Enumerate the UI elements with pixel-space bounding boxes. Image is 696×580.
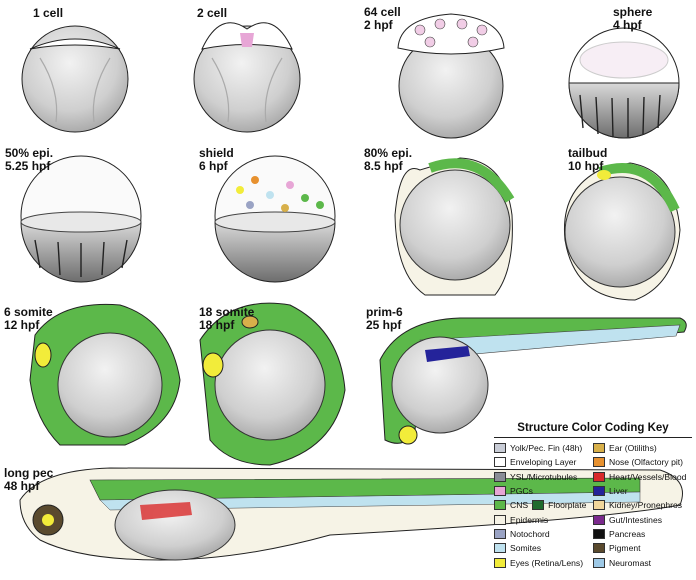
- embryo-tailbud: [563, 162, 681, 301]
- legend-label: Notochord: [510, 528, 550, 539]
- embryo-80-epiboly: [394, 157, 515, 296]
- legend-right-column: Ear (Otiliths) Nose (Olfactory pit) Heart/…: [593, 441, 692, 570]
- legend-label: Somites: [510, 543, 542, 554]
- legend-item: Enveloping Layer: [494, 455, 593, 469]
- legend-swatch: [593, 514, 605, 525]
- embryo-18-somite: [199, 302, 346, 466]
- legend-swatch: [494, 514, 506, 525]
- stage-label-80-epiboly: 80% epi.: [364, 146, 412, 160]
- legend-item: Yolk/Pec. Fin (48h): [494, 441, 593, 455]
- stage-time-tailbud: 10 hpf: [568, 159, 604, 173]
- legend-item: PGCs: [494, 484, 593, 498]
- embryo-prim-6: [379, 317, 687, 445]
- stage-label-prim-6: prim-6: [366, 305, 403, 319]
- embryo-sphere: [568, 27, 680, 139]
- legend-item: Neuromast: [593, 555, 692, 569]
- legend-swatch: [593, 543, 605, 554]
- legend-item: Eyes (Retina/Lens): [494, 555, 593, 569]
- stage-label-2-cell: 2 cell: [197, 6, 227, 20]
- legend-label: CNS: [510, 500, 529, 511]
- stage-time-64-cell: 2 hpf: [364, 18, 394, 32]
- legend-swatch: [593, 528, 605, 539]
- legend-label: Heart/Vessels/Blood: [609, 471, 687, 482]
- legend-label: Nose (Olfactory pit): [609, 457, 684, 468]
- legend-label: Ear (Otiliths): [609, 443, 657, 454]
- legend-item: Gut/Intestines: [593, 512, 692, 526]
- legend-label: Gut/Intestines: [609, 514, 663, 525]
- legend-swatch: [494, 457, 506, 468]
- stage-label-tailbud: tailbud: [568, 146, 607, 160]
- legend-label: Epidermis: [510, 514, 549, 525]
- legend-swatch: [593, 557, 605, 568]
- legend-swatch: [494, 543, 506, 554]
- legend-item: Ear (Otiliths): [593, 441, 692, 455]
- legend-swatch: [494, 443, 506, 454]
- legend-label: Floorplate: [548, 500, 587, 511]
- legend-label: Pigment: [609, 543, 641, 554]
- stage-label-long-pec: long pec: [4, 466, 54, 480]
- legend-swatch: [494, 486, 506, 497]
- stage-label-sphere: sphere: [613, 5, 653, 19]
- legend-swatch: [593, 486, 605, 497]
- legend-swatch: [494, 500, 506, 511]
- legend-label: Eyes (Retina/Lens): [510, 557, 584, 568]
- legend-label: PGCs: [510, 486, 533, 497]
- embryo-64-cell: [397, 13, 505, 139]
- embryo-shield: [214, 155, 336, 283]
- legend-item: Notochord: [494, 527, 593, 541]
- legend-item: YSL/Microtubules: [494, 470, 593, 484]
- stage-time-shield: 6 hpf: [199, 159, 229, 173]
- stage-label-shield: shield: [199, 146, 234, 160]
- stage-label-1-cell: 1 cell: [33, 6, 63, 20]
- legend-swatch: [532, 500, 545, 511]
- stage-time-sphere: 4 hpf: [613, 18, 643, 32]
- stage-time-long-pec: 48 hpf: [4, 479, 40, 493]
- stage-time-prim-6: 25 hpf: [366, 318, 402, 332]
- embryo-6-somite: [29, 303, 181, 446]
- legend-label: Liver: [609, 486, 628, 497]
- legend-swatch: [593, 471, 605, 482]
- stage-time-80-epiboly: 8.5 hpf: [364, 159, 404, 173]
- legend-swatch: [593, 500, 605, 511]
- legend-swatch: [494, 557, 506, 568]
- legend-label: YSL/Microtubules: [510, 471, 578, 482]
- legend-swatch: [494, 528, 506, 539]
- stage-time-18-somite: 18 hpf: [199, 318, 235, 332]
- embryo-50-epiboly: [20, 155, 142, 283]
- stage-time-6-somite: 12 hpf: [4, 318, 40, 332]
- legend-label: Enveloping Layer: [510, 457, 577, 468]
- legend-item: Heart/Vessels/Blood: [593, 470, 692, 484]
- legend-item: Nose (Olfactory pit): [593, 455, 692, 469]
- legend-item: Liver: [593, 484, 692, 498]
- legend-item: Kidney/Pronephros: [593, 498, 692, 512]
- embryo-long-pec: [19, 467, 683, 561]
- legend-item: Pancreas: [593, 527, 692, 541]
- legend-item: CNS Floorplate: [494, 498, 593, 512]
- legend-item: Somites: [494, 541, 593, 555]
- legend-swatch: [593, 443, 605, 454]
- stage-time-50-epiboly: 5.25 hpf: [5, 159, 51, 173]
- legend-item: Pigment: [593, 541, 692, 555]
- color-key-legend: Structure Color Coding Key Yolk/Pec. Fin…: [494, 422, 692, 570]
- stage-label-50-epiboly: 50% epi.: [5, 146, 53, 160]
- embryo-1-cell: [21, 25, 129, 133]
- legend-label: Pancreas: [609, 528, 646, 539]
- legend-swatch: [494, 471, 506, 482]
- legend-item: Epidermis: [494, 512, 593, 526]
- embryo-2-cell: [193, 22, 301, 133]
- stage-label-64-cell: 64 cell: [364, 5, 401, 19]
- legend-label: Neuromast: [609, 557, 652, 568]
- stage-label-6-somite: 6 somite: [4, 305, 53, 319]
- legend-label: Yolk/Pec. Fin (48h): [510, 443, 583, 454]
- legend-title: Structure Color Coding Key: [494, 422, 692, 438]
- stage-label-18-somite: 18 somite: [199, 305, 255, 319]
- legend-label: Kidney/Pronephros: [609, 500, 683, 511]
- legend-swatch: [593, 457, 605, 468]
